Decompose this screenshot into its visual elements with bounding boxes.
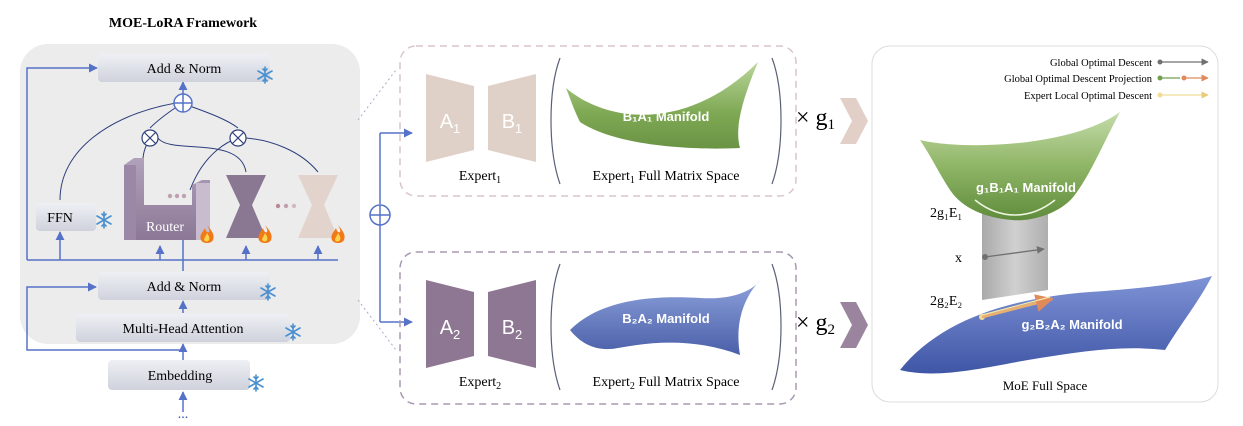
- sum-node: [369, 204, 391, 226]
- gate-2-arrow: [840, 302, 868, 348]
- legend-expert-local: Expert Local Optimal Descent: [1024, 91, 1152, 102]
- descent-column: [982, 210, 1048, 300]
- expert-fork: [379, 128, 413, 327]
- expert-1-panel: A1 B1 Expert1 B₁A₁ Manifold Expert1 Full…: [399, 45, 797, 197]
- expert-2-panel: A2 B2 Expert2 B₂A₂ Manifold Expert2 Full…: [399, 251, 797, 405]
- top-manifold: [920, 112, 1120, 221]
- svg-text:Expert1: Expert1: [459, 169, 501, 186]
- expert-lora-block: [226, 175, 266, 238]
- label-2g1e1: 2g₁E₁: [930, 206, 962, 221]
- moe-space-panel: Global Optimal Descent Global Optimal De…: [871, 45, 1219, 403]
- legend-global-descent: Global Optimal Descent: [1050, 58, 1152, 69]
- ffn-label: FFN: [47, 211, 73, 226]
- gate-1-label: × g: [796, 105, 828, 131]
- expert-2-manifold-label: B₂A₂ Manifold: [622, 311, 709, 326]
- expert-2-a-block: [426, 280, 474, 368]
- legend-global-projection: Global Optimal Descent Projection: [1004, 74, 1153, 85]
- embedding-label: Embedding: [148, 369, 213, 384]
- gate-2-label: × g: [796, 310, 828, 336]
- top-manifold-label: g₁B₁A₁ Manifold: [976, 180, 1076, 195]
- zoom-connector: [357, 69, 397, 351]
- bottom-manifold: [900, 276, 1212, 374]
- svg-text:B2: B2: [502, 317, 523, 342]
- expert-2-b-letter: B: [502, 317, 515, 339]
- expert-1-a-block: [426, 74, 474, 162]
- expert-2-b-block: [488, 280, 536, 368]
- mha-box: [76, 314, 290, 342]
- router-block: Router: [124, 158, 210, 240]
- frozen-icon: [248, 374, 264, 392]
- input-dots: ...: [178, 407, 189, 422]
- expert-1-b-letter: B: [502, 111, 515, 133]
- framework-title: MOE-LoRA Framework: [109, 16, 257, 31]
- svg-text:A1: A1: [440, 111, 461, 136]
- bottom-manifold-label: g₂B₂A₂ Manifold: [1021, 317, 1122, 332]
- framework-background: [20, 44, 360, 344]
- expert-2-manifold: [570, 280, 760, 355]
- legend: Global Optimal Descent Global Optimal De…: [1004, 58, 1209, 102]
- svg-text:× g1: × g1: [796, 105, 835, 133]
- embedding-box: [108, 360, 250, 390]
- global-descent-arrow: [984, 246, 1045, 258]
- router-label: Router: [146, 220, 184, 235]
- svg-text:Expert2 Full Matrix Space: Expert2 Full Matrix Space: [593, 375, 740, 392]
- multiply-node: [141, 129, 159, 147]
- mha-label: Multi-Head Attention: [123, 322, 244, 337]
- ffn-box: [36, 203, 96, 231]
- add-norm-top-box: [98, 54, 270, 82]
- expert-1-b-block: [488, 74, 536, 162]
- framework-panel: MOE-LoRA Framework: [20, 16, 360, 422]
- svg-text:Expert1 Full Matrix Space: Expert1 Full Matrix Space: [593, 169, 740, 186]
- expert-lora-block: [298, 175, 338, 238]
- expert-1-label: Expert: [459, 169, 496, 184]
- expert-2-a-letter: A: [440, 317, 454, 339]
- expert-1-space-label: Full Matrix Space: [638, 169, 739, 184]
- add-norm-bottom-box: [98, 272, 270, 300]
- svg-text:Expert2: Expert2: [459, 375, 501, 392]
- add-norm-bottom-label: Add & Norm: [147, 280, 222, 295]
- multiply-node: [229, 129, 247, 147]
- gate-1-arrow: [840, 98, 868, 144]
- svg-text:B1: B1: [502, 111, 523, 136]
- moe-space-title: MoE Full Space: [1003, 378, 1088, 393]
- add-norm-top-label: Add & Norm: [147, 62, 222, 77]
- label-2g2e2: 2g₂E₂: [930, 294, 962, 309]
- expert-1-manifold: [566, 62, 758, 149]
- label-x: x: [955, 251, 962, 266]
- expert-2-label: Expert: [459, 375, 496, 390]
- projection-arrow: [981, 294, 1054, 319]
- svg-text:A2: A2: [440, 317, 461, 342]
- expert-2-space-label: Full Matrix Space: [638, 375, 739, 390]
- svg-text:× g2: × g2: [796, 310, 835, 338]
- expert-1-manifold-label: B₁A₁ Manifold: [623, 109, 710, 124]
- expert-1-a-letter: A: [440, 111, 454, 133]
